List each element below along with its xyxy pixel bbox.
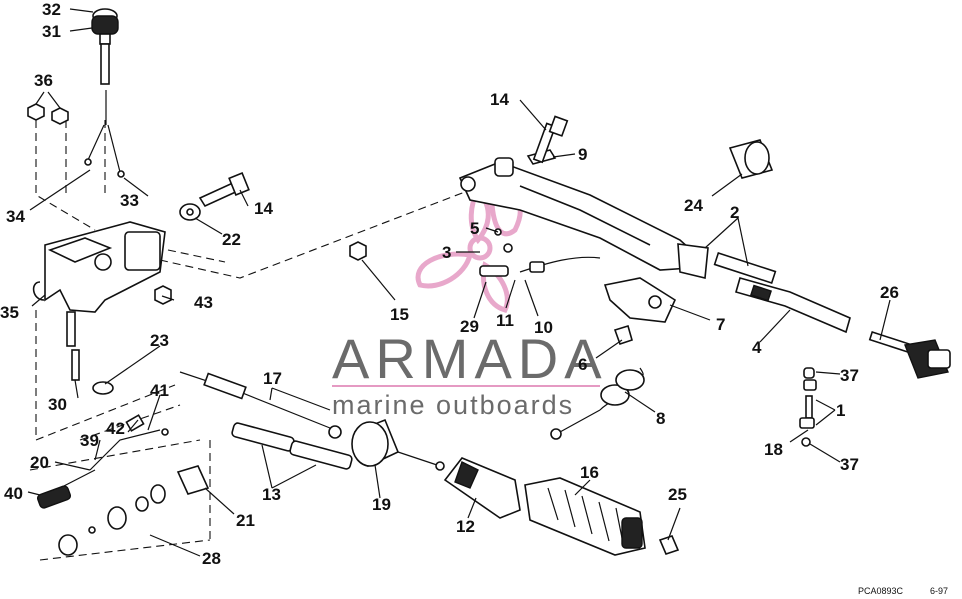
callout-28: 28 (202, 549, 221, 568)
callout-26: 26 (880, 283, 899, 302)
drawing-code: PCA0893C (858, 586, 904, 596)
leader-lines (27, 8, 891, 557)
callout-37-top: 37 (840, 366, 859, 385)
throttle-housing-part (32, 221, 166, 313)
callout-15: 15 (390, 305, 409, 324)
drawing-date: 6-97 (930, 586, 948, 596)
callout-13: 13 (262, 485, 281, 504)
callout-17: 17 (263, 369, 282, 388)
screw-30-part (66, 311, 114, 395)
callout-40: 40 (4, 484, 23, 503)
callout-16: 16 (580, 463, 599, 482)
callout-37-bottom: 37 (840, 455, 859, 474)
knob-cap-part (91, 8, 119, 85)
callout-19: 19 (372, 495, 391, 514)
sleeve-24-part (728, 139, 774, 179)
screw-25-part (658, 535, 680, 555)
callout-30: 30 (48, 395, 67, 414)
watermark-tagline: marine outboards (332, 390, 574, 420)
throttle-tube-part (713, 252, 851, 334)
callout-5: 5 (470, 219, 479, 238)
callout-35: 35 (0, 303, 19, 322)
callout-11: 11 (496, 311, 514, 330)
callout-36: 36 (34, 71, 53, 90)
callout-32: 32 (42, 0, 61, 19)
tiller-arm-part (458, 157, 709, 279)
bolt-14-right-part (532, 115, 569, 164)
connector-26-part (868, 331, 951, 379)
callout-34: 34 (6, 207, 25, 226)
callout-41: 41 (150, 381, 169, 400)
plug-19-part (351, 418, 445, 471)
watermark-brand: ARMADA (332, 327, 608, 390)
callout-14-left: 14 (254, 199, 273, 218)
callout-14-right: 14 (490, 90, 509, 109)
housing-12-part (443, 457, 521, 519)
callout-6: 6 (578, 355, 587, 374)
tubes-13-part (231, 422, 353, 470)
callout-labels: 32 31 36 34 33 35 43 14 22 30 23 41 42 3… (0, 0, 899, 568)
nut-pair-part (27, 103, 69, 125)
callout-25: 25 (668, 485, 687, 504)
callout-12: 12 (456, 517, 475, 536)
washer-22-part (179, 203, 201, 221)
screw-43-part (154, 285, 172, 305)
screw-6-part (613, 324, 633, 346)
throttle-cable-17-part (179, 371, 342, 439)
callout-23: 23 (150, 331, 169, 350)
nut-15-part (349, 241, 367, 261)
bolt-14-left-part (198, 171, 250, 208)
callout-20: 20 (30, 453, 49, 472)
callout-1: 1 (836, 401, 845, 420)
callout-22: 22 (222, 230, 241, 249)
callout-43: 43 (194, 293, 213, 312)
wire-harness-part (84, 90, 125, 178)
callout-8: 8 (656, 409, 665, 428)
bracket-7-part (603, 277, 677, 323)
callout-29: 29 (460, 317, 479, 336)
pin-set-1-part (799, 367, 817, 447)
callout-31: 31 (42, 22, 61, 41)
grip-16-part (524, 477, 646, 556)
callout-10: 10 (534, 318, 553, 337)
callout-2: 2 (730, 203, 739, 222)
callout-7: 7 (716, 315, 725, 334)
callout-3: 3 (442, 243, 451, 262)
callout-39: 39 (80, 431, 99, 450)
callout-42: 42 (106, 419, 125, 438)
callout-4: 4 (752, 338, 762, 357)
callout-24: 24 (684, 196, 703, 215)
wiring-clip-part (479, 228, 601, 277)
callout-18: 18 (764, 440, 783, 459)
callout-9: 9 (578, 145, 587, 164)
kit-28-part (29, 439, 211, 561)
callout-21: 21 (236, 511, 255, 530)
callout-33: 33 (120, 191, 139, 210)
